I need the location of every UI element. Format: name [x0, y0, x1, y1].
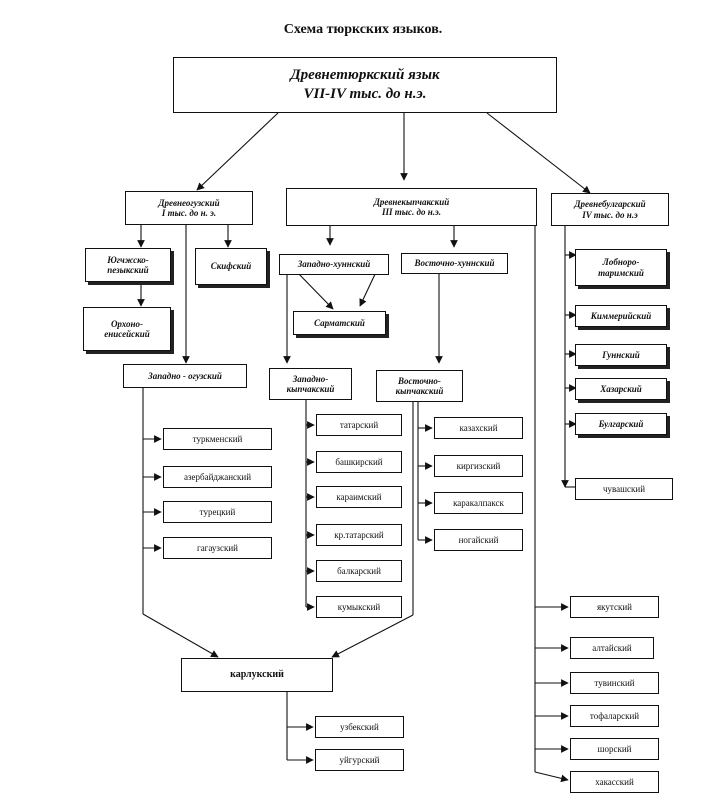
lang-turkmen: туркменский: [163, 428, 272, 450]
root-line2: VII-IV тыс. до н.э.: [303, 86, 427, 102]
node-lobnor: Лобноро- таримский: [575, 249, 667, 286]
lang-shor: шорский: [570, 738, 659, 760]
arrow-oguz-karluk: [142, 613, 219, 658]
lang-turkish: турецкий: [163, 501, 272, 523]
root-node: Древнетюркский язык VII-IV тыс. до н.э.: [173, 57, 557, 113]
node-west-kipchak: Западно- кыпчакский: [269, 368, 352, 400]
lang-crimean-tatar: кр.татарский: [316, 524, 402, 546]
node-west-oguz: Западно - огузский: [123, 364, 247, 388]
node-west-hun: Западно-хуннский: [279, 254, 389, 275]
node-old-kipchak: Древнекыпчакский III тыс. до н.э.: [286, 188, 537, 226]
lang-tuvan: тувинский: [570, 672, 659, 694]
node-old-oguz: Древнеогузский I тыс. до н. э.: [125, 191, 253, 225]
node-hunnic: Гуннский: [575, 344, 667, 366]
lang-khakas: хакасский: [570, 771, 659, 793]
root-line1: Древнетюркский язык: [290, 66, 440, 83]
node-yuch: Югчжско- пезыкский: [85, 248, 171, 282]
lang-tatar: татарский: [316, 414, 402, 436]
node-east-kipchak: Восточно- кыпчакский: [376, 370, 463, 402]
arrow-sib-6: [534, 771, 569, 783]
lang-azerbaijani: азербайджанский: [163, 466, 272, 488]
arrow-west-hun-sarm2: [359, 269, 378, 307]
lang-gagauz: гагаузский: [163, 537, 272, 559]
diagram-title: Схема тюркских языков.: [283, 22, 443, 37]
node-old-bulgar: Древнебулгарский IV тыс. до н.э: [551, 193, 669, 226]
node-east-hun: Восточно-хуннский: [401, 253, 508, 274]
node-khazar: Хазарский: [575, 378, 667, 400]
lang-karakalpak: каракалпакск: [434, 492, 523, 514]
node-scythian: Скифский: [195, 248, 267, 285]
arrow-kipchak-karluk: [331, 614, 414, 658]
node-cimmerian: Киммерийский: [575, 305, 667, 327]
lang-karaim: караимский: [316, 486, 402, 508]
arrow-west-hun-sarm1: [294, 269, 334, 310]
lang-kazakh: казахский: [434, 417, 523, 439]
lang-kyrgyz: киргизский: [434, 455, 523, 477]
lang-yakut: якутский: [570, 596, 659, 618]
node-chuvash: чувашский: [575, 478, 673, 500]
arrow-root-bulgar: [486, 112, 591, 194]
lang-nogai: ногайский: [434, 529, 523, 551]
node-karluk: карлукский: [181, 658, 333, 692]
lang-bashkir: башкирский: [316, 451, 402, 473]
node-sarmatian: Сарматский: [293, 311, 386, 335]
lang-balkar: балкарский: [316, 560, 402, 582]
lang-tofalar: тофаларский: [570, 705, 659, 727]
lang-altai: алтайский: [570, 637, 654, 659]
node-bulgar: Булгарский: [575, 413, 667, 435]
lang-uyghur: уйгурский: [315, 749, 404, 771]
arrow-root-oguz: [196, 112, 279, 191]
lang-kumyk: кумыкский: [316, 596, 402, 618]
lang-uzbek: узбекский: [315, 716, 404, 738]
node-orkhon: Орхоно- енисейский: [83, 307, 171, 351]
